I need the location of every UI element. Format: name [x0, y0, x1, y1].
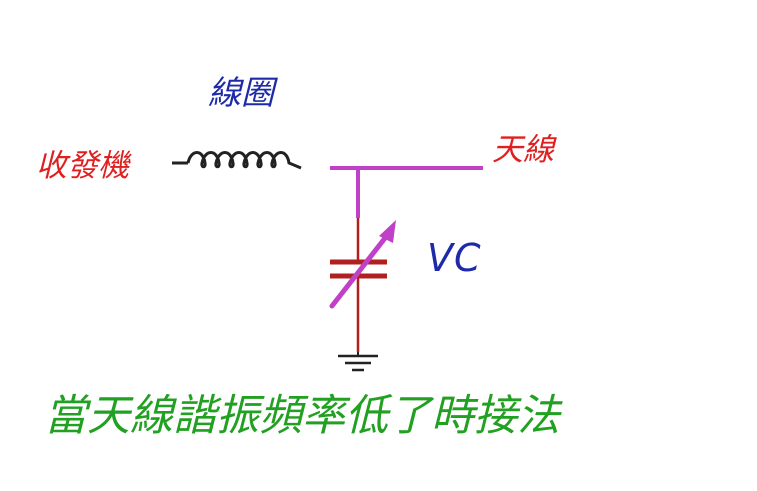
variable-arrow-shaft — [329, 230, 392, 309]
variable-capacitor-label: VC — [427, 236, 482, 280]
ground-icon — [338, 352, 378, 372]
variable-arrow-head — [379, 220, 396, 243]
antenna-label: 天線 — [492, 132, 554, 168]
inductor-coil — [186, 151, 302, 170]
coil-label: 線圈 — [208, 73, 274, 112]
transceiver-label: 收發機 — [36, 148, 129, 184]
caption: 當天線諧振頻率低了時接法 — [44, 391, 560, 441]
